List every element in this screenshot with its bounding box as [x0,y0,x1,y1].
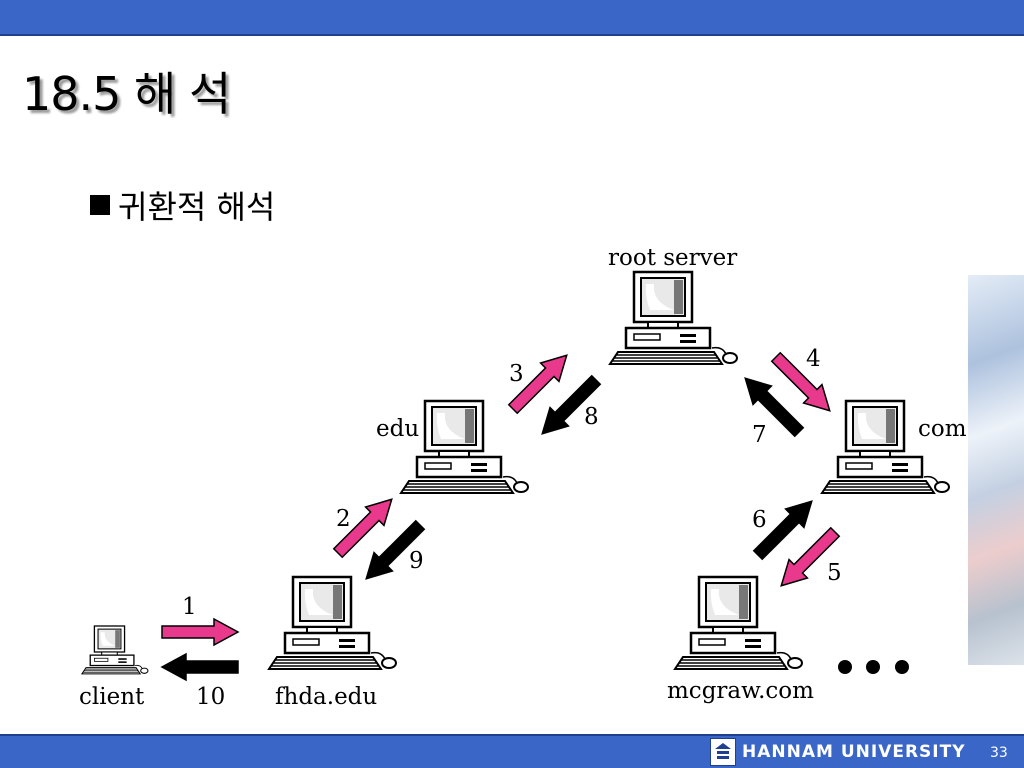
bullet-text: 귀환적 해석 [118,188,276,226]
ellipsis-dot [838,660,852,674]
step-5-label: 5 [827,560,842,586]
slide-title: 18.5 해 석 [22,67,231,121]
root-server-label: root server [608,245,737,271]
ellipsis-dot [895,660,909,674]
com-label: com [918,416,967,442]
step-8-label: 8 [584,404,599,430]
fhda-server-computer-icon [267,575,398,671]
fhda-label: fhda.edu [275,684,377,710]
client-label: client [79,684,145,710]
ellipsis-dot [866,660,880,674]
step-1-label: 1 [182,594,197,620]
step-10-label: 10 [196,684,225,710]
decorative-background-image [968,275,1024,665]
mcgraw-server-computer-icon [673,575,804,671]
arrow-step-10 [161,653,239,681]
step-4-label: 4 [806,346,821,372]
step-9-label: 9 [409,548,424,574]
com-server-computer-icon [820,399,951,495]
square-bullet-icon [90,195,110,215]
step-7-label: 7 [752,422,767,448]
page-number: 33 [990,745,1008,761]
arrow-step-1 [161,618,239,646]
bottom-banner [0,736,1024,768]
edu-server-computer-icon [399,399,530,495]
root-server-computer-icon [608,270,739,366]
bottom-divider [0,734,1024,736]
mcgraw-label: mcgraw.com [667,678,814,704]
university-name: HANNAM UNIVERSITY [742,742,966,762]
dns-recursive-resolution-diagram: root server edu com client fhda.edu mcgr… [79,245,967,710]
edu-label: edu [376,416,419,442]
university-emblem-icon [710,738,736,766]
step-6-label: 6 [752,507,767,533]
university-logo: HANNAM UNIVERSITY [710,738,966,766]
top-banner [0,0,1024,34]
client-computer-icon [81,625,149,675]
step-2-label: 2 [336,506,351,532]
top-divider [0,34,1024,36]
step-3-label: 3 [509,361,524,387]
bullet-item: 귀환적 해석 [90,182,275,228]
